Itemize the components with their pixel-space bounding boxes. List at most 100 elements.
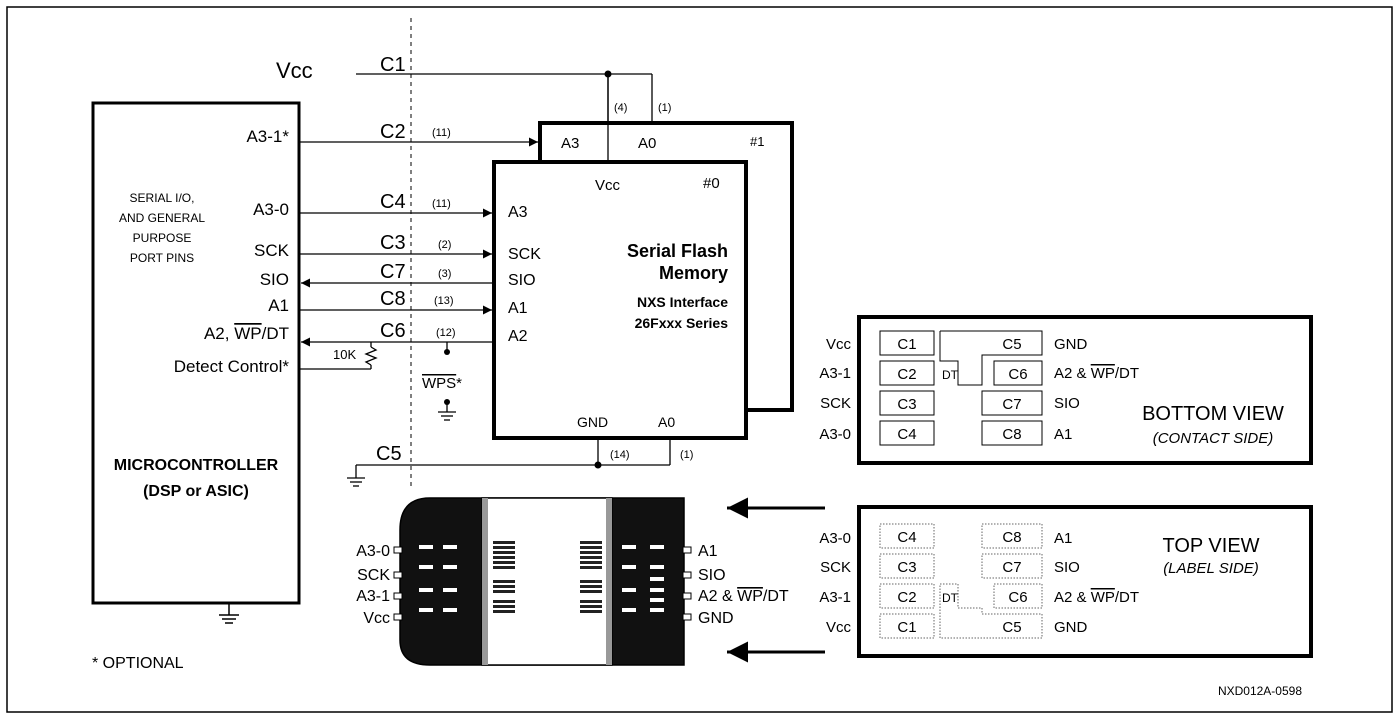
tv-right-gnd: GND — [1054, 619, 1088, 636]
chip0-pin-sck: SCK — [508, 246, 541, 263]
tv-left-a30: A3-0 — [819, 530, 851, 547]
card-left-a30: A3-0 — [356, 543, 390, 560]
bv-cell-c5: C5 — [1002, 336, 1021, 353]
chip0-pin-a1: A1 — [508, 300, 528, 317]
mcu-pin-a31: A3-1* — [246, 127, 289, 146]
chip0-pin-gnd: GND — [577, 414, 608, 430]
chip0-box — [492, 160, 748, 440]
card-contact-pads — [419, 545, 664, 612]
c4-label: C4 — [380, 191, 406, 213]
tv-cell-c6: C6 — [1008, 589, 1027, 606]
resistor-label: 10K — [333, 347, 356, 362]
tv-cell-c1: C1 — [897, 619, 916, 636]
bv-cell-c4: C4 — [897, 426, 916, 443]
mcu-desc-line-2: AND GENERAL — [119, 211, 205, 225]
note-14: (14) — [610, 449, 630, 461]
note-1-top: (1) — [658, 102, 671, 114]
flash-chip-0: Vcc #0 A3 SCK SIO A1 A2 Serial Flash Mem… — [492, 74, 748, 440]
note-4: (4) — [614, 102, 627, 114]
card-left-vcc: Vcc — [363, 610, 390, 627]
optional-note: * OPTIONAL — [92, 655, 184, 672]
note-13: (13) — [434, 295, 454, 307]
note-11-c4: (11) — [432, 198, 451, 210]
chip0-title: Serial Flash — [627, 241, 728, 261]
mcu-desc-line-3: PURPOSE — [133, 231, 192, 245]
tv-cell-c7: C7 — [1002, 559, 1021, 576]
mcu-pin-a2: A2, WP/DT — [204, 324, 289, 343]
card-left-a31: A3-1 — [356, 588, 390, 605]
bv-dt: DT — [942, 368, 959, 382]
tv-dt: DT — [942, 591, 959, 605]
top-view-panel: A3-0 SCK A3-1 Vcc C4 C3 C2 C1 C8 C7 C6 C… — [819, 505, 1313, 658]
card-right-sio: SIO — [698, 567, 726, 584]
note-2: (2) — [438, 239, 451, 251]
c3-label: C3 — [380, 232, 406, 254]
tv-right-a2: A2 & WP/DT — [1054, 589, 1139, 606]
bottom-view-box — [857, 315, 1313, 465]
c1-label: C1 — [380, 54, 406, 76]
mcu-subtitle: (DSP or ASIC) — [143, 483, 249, 500]
top-view-box — [857, 505, 1313, 658]
bottom-view-panel: Vcc A3-1 SCK A3-0 C1 C2 C3 C4 C5 C6 C7 C… — [819, 315, 1313, 465]
chip1-pin-a3: A3 — [561, 135, 579, 152]
microcontroller-box — [91, 101, 301, 605]
tv-title: TOP VIEW — [1162, 535, 1259, 557]
bv-cell-c7: C7 — [1002, 396, 1021, 413]
bv-cell-c2: C2 — [897, 366, 916, 383]
wps-node — [444, 349, 450, 355]
bv-right-sio: SIO — [1054, 395, 1080, 412]
note-11-c2: (11) — [432, 127, 451, 139]
bv-right-gnd: GND — [1054, 336, 1088, 353]
chip0-number: #0 — [703, 175, 720, 192]
card-left-sck: SCK — [357, 567, 390, 584]
gnd-junction — [594, 461, 602, 469]
mcu-desc-line-1: SERIAL I/O, — [130, 191, 195, 205]
bv-cell-c3: C3 — [897, 396, 916, 413]
bv-left-sck: SCK — [820, 395, 851, 412]
chip1-pin-a0: A0 — [638, 135, 656, 152]
wps-ground-node — [444, 399, 450, 405]
tv-right-sio: SIO — [1054, 559, 1080, 576]
tv-cell-c2: C2 — [897, 589, 916, 606]
mcu-pin-a1: A1 — [268, 296, 289, 315]
card-chip-marks — [493, 541, 602, 613]
bv-subtitle: (CONTACT SIDE) — [1153, 430, 1274, 447]
microcontroller: A3-1* SERIAL I/O, AND GENERAL PURPOSE PO… — [91, 101, 301, 624]
card-right-a1: A1 — [698, 543, 718, 560]
c2-label: C2 — [380, 121, 406, 143]
note-1-bottom: (1) — [680, 449, 693, 461]
note-12: (12) — [436, 327, 456, 339]
bv-right-a2: A2 & WP/DT — [1054, 365, 1139, 382]
mcu-pin-sck: SCK — [254, 241, 290, 260]
c5-label: C5 — [376, 443, 402, 465]
chip1-number: #1 — [750, 134, 764, 149]
card-pin-markers — [393, 546, 692, 621]
mcu-pin-sio: SIO — [260, 270, 289, 289]
c8-label: C8 — [380, 288, 406, 310]
tv-cell-c3: C3 — [897, 559, 916, 576]
c7-label: C7 — [380, 261, 406, 283]
wps-label: WPS* — [422, 375, 462, 392]
tv-cell-c5: C5 — [1002, 619, 1021, 636]
chip0-pin-sio: SIO — [508, 272, 536, 289]
tv-right-a1: A1 — [1054, 530, 1072, 547]
c6-label: C6 — [380, 320, 406, 342]
figure-code: NXD012A-0598 — [1218, 684, 1302, 698]
mcu-pin-detect-control: Detect Control* — [174, 357, 290, 376]
bv-cell-c6: C6 — [1008, 366, 1027, 383]
tv-cell-c4: C4 — [897, 529, 916, 546]
card-right-gnd: GND — [698, 610, 734, 627]
mcu-pin-a30: A3-0 — [253, 200, 289, 219]
outer-frame — [6, 6, 1393, 713]
chip0-pin-vcc: Vcc — [595, 177, 621, 194]
bv-cell-c8: C8 — [1002, 426, 1021, 443]
tv-left-a31: A3-1 — [819, 589, 851, 606]
bv-cell-c1: C1 — [897, 336, 916, 353]
note-3: (3) — [438, 268, 451, 280]
chip0-subtitle-2: 26Fxxx Series — [635, 315, 729, 331]
chip0-pin-a2: A2 — [508, 328, 528, 345]
resistor-10k — [364, 346, 378, 366]
mcu-ground-symbol — [219, 603, 239, 624]
